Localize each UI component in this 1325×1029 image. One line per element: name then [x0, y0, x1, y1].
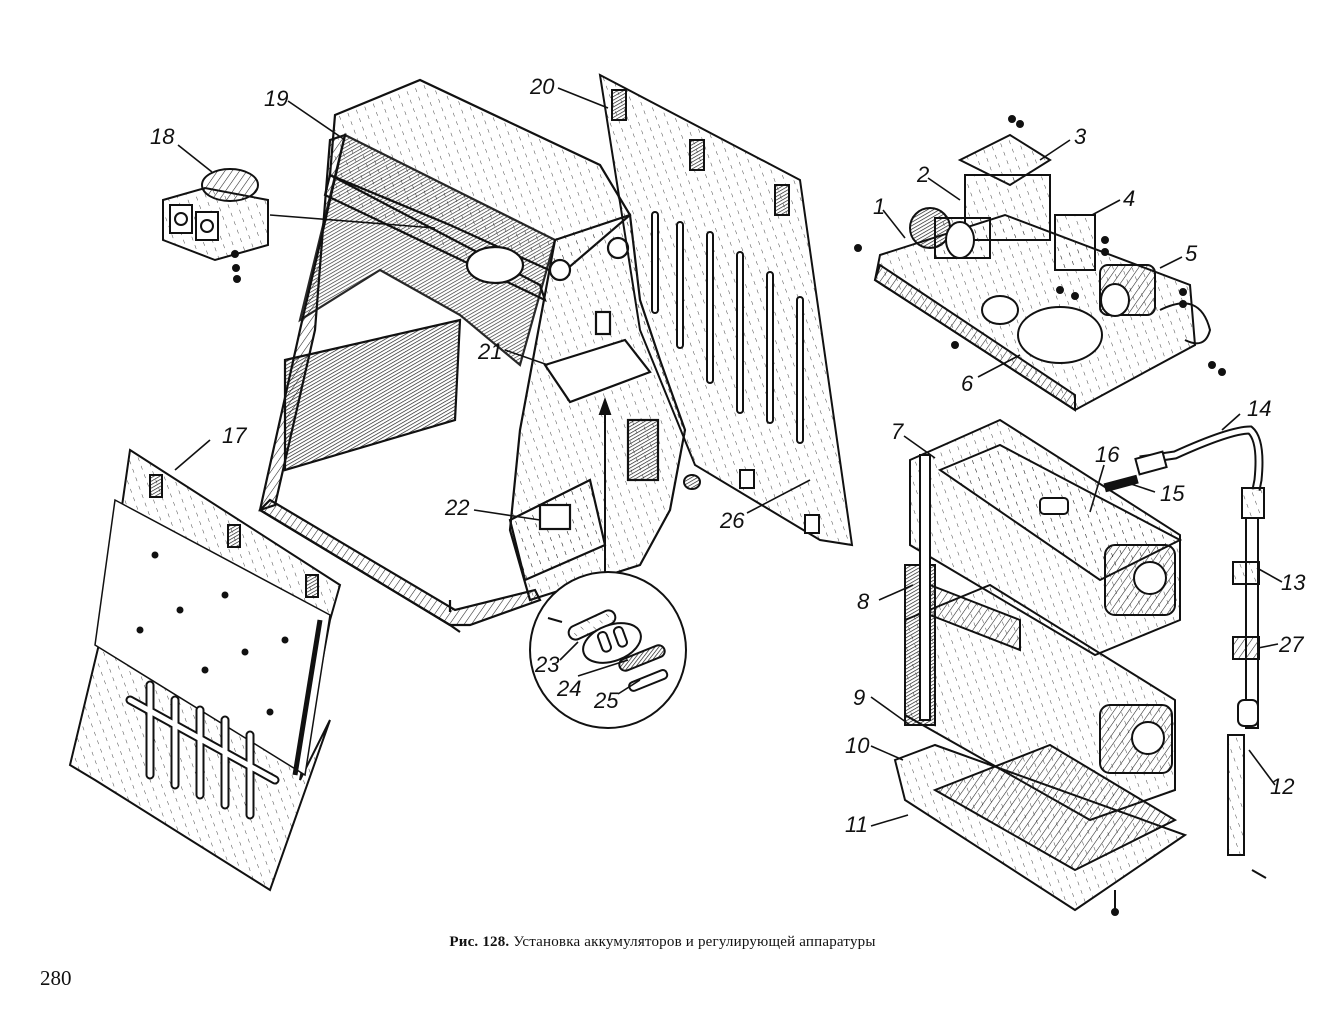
callout-15: 15 [1160, 481, 1185, 506]
callout-11: 11 [845, 812, 868, 837]
callout-4: 4 [1123, 186, 1136, 211]
callout-12: 12 [1270, 774, 1295, 799]
callout-9: 9 [853, 685, 866, 710]
callout-23: 23 [535, 652, 560, 677]
callout-1: 1 [873, 194, 886, 219]
cover-panel-20 [598, 73, 854, 547]
page-number: 280 [40, 966, 72, 990]
callout-5: 5 [1185, 241, 1198, 266]
callout-16: 16 [1095, 442, 1120, 467]
callout-24: 24 [557, 676, 582, 701]
caption-text: Установка аккумуляторов и регулирующей а… [513, 934, 876, 950]
caption-prefix: Рис. 128. [449, 934, 510, 950]
strap-12-16 [1103, 425, 1267, 879]
relay-unit-18 [162, 168, 269, 283]
figure-caption: Рис. 128. Установка аккумуляторов и регу… [0, 934, 1325, 951]
callout-25: 25 [594, 688, 619, 713]
callout-2: 2 [917, 162, 930, 187]
callout-8: 8 [857, 589, 870, 614]
callout-20: 20 [530, 74, 555, 99]
callout-19: 19 [264, 86, 289, 111]
regulator-panel-1-6 [854, 115, 1226, 412]
callout-21: 21 [478, 339, 503, 364]
back-panel-17 [68, 448, 342, 892]
callout-18: 18 [150, 124, 175, 149]
detail-inset-23-25 [529, 397, 687, 729]
callout-7: 7 [891, 419, 904, 444]
callout-14: 14 [1247, 396, 1272, 421]
leader-lines [174, 87, 1283, 827]
callout-17: 17 [222, 423, 247, 448]
callout-13: 13 [1281, 570, 1306, 595]
callout-6: 6 [961, 371, 974, 396]
callout-26: 26 [720, 508, 745, 533]
callout-3: 3 [1074, 124, 1087, 149]
callout-22: 22 [445, 495, 470, 520]
battery-stack-7-11 [893, 418, 1188, 916]
callout-27: 27 [1279, 632, 1304, 657]
callout-10: 10 [845, 733, 870, 758]
